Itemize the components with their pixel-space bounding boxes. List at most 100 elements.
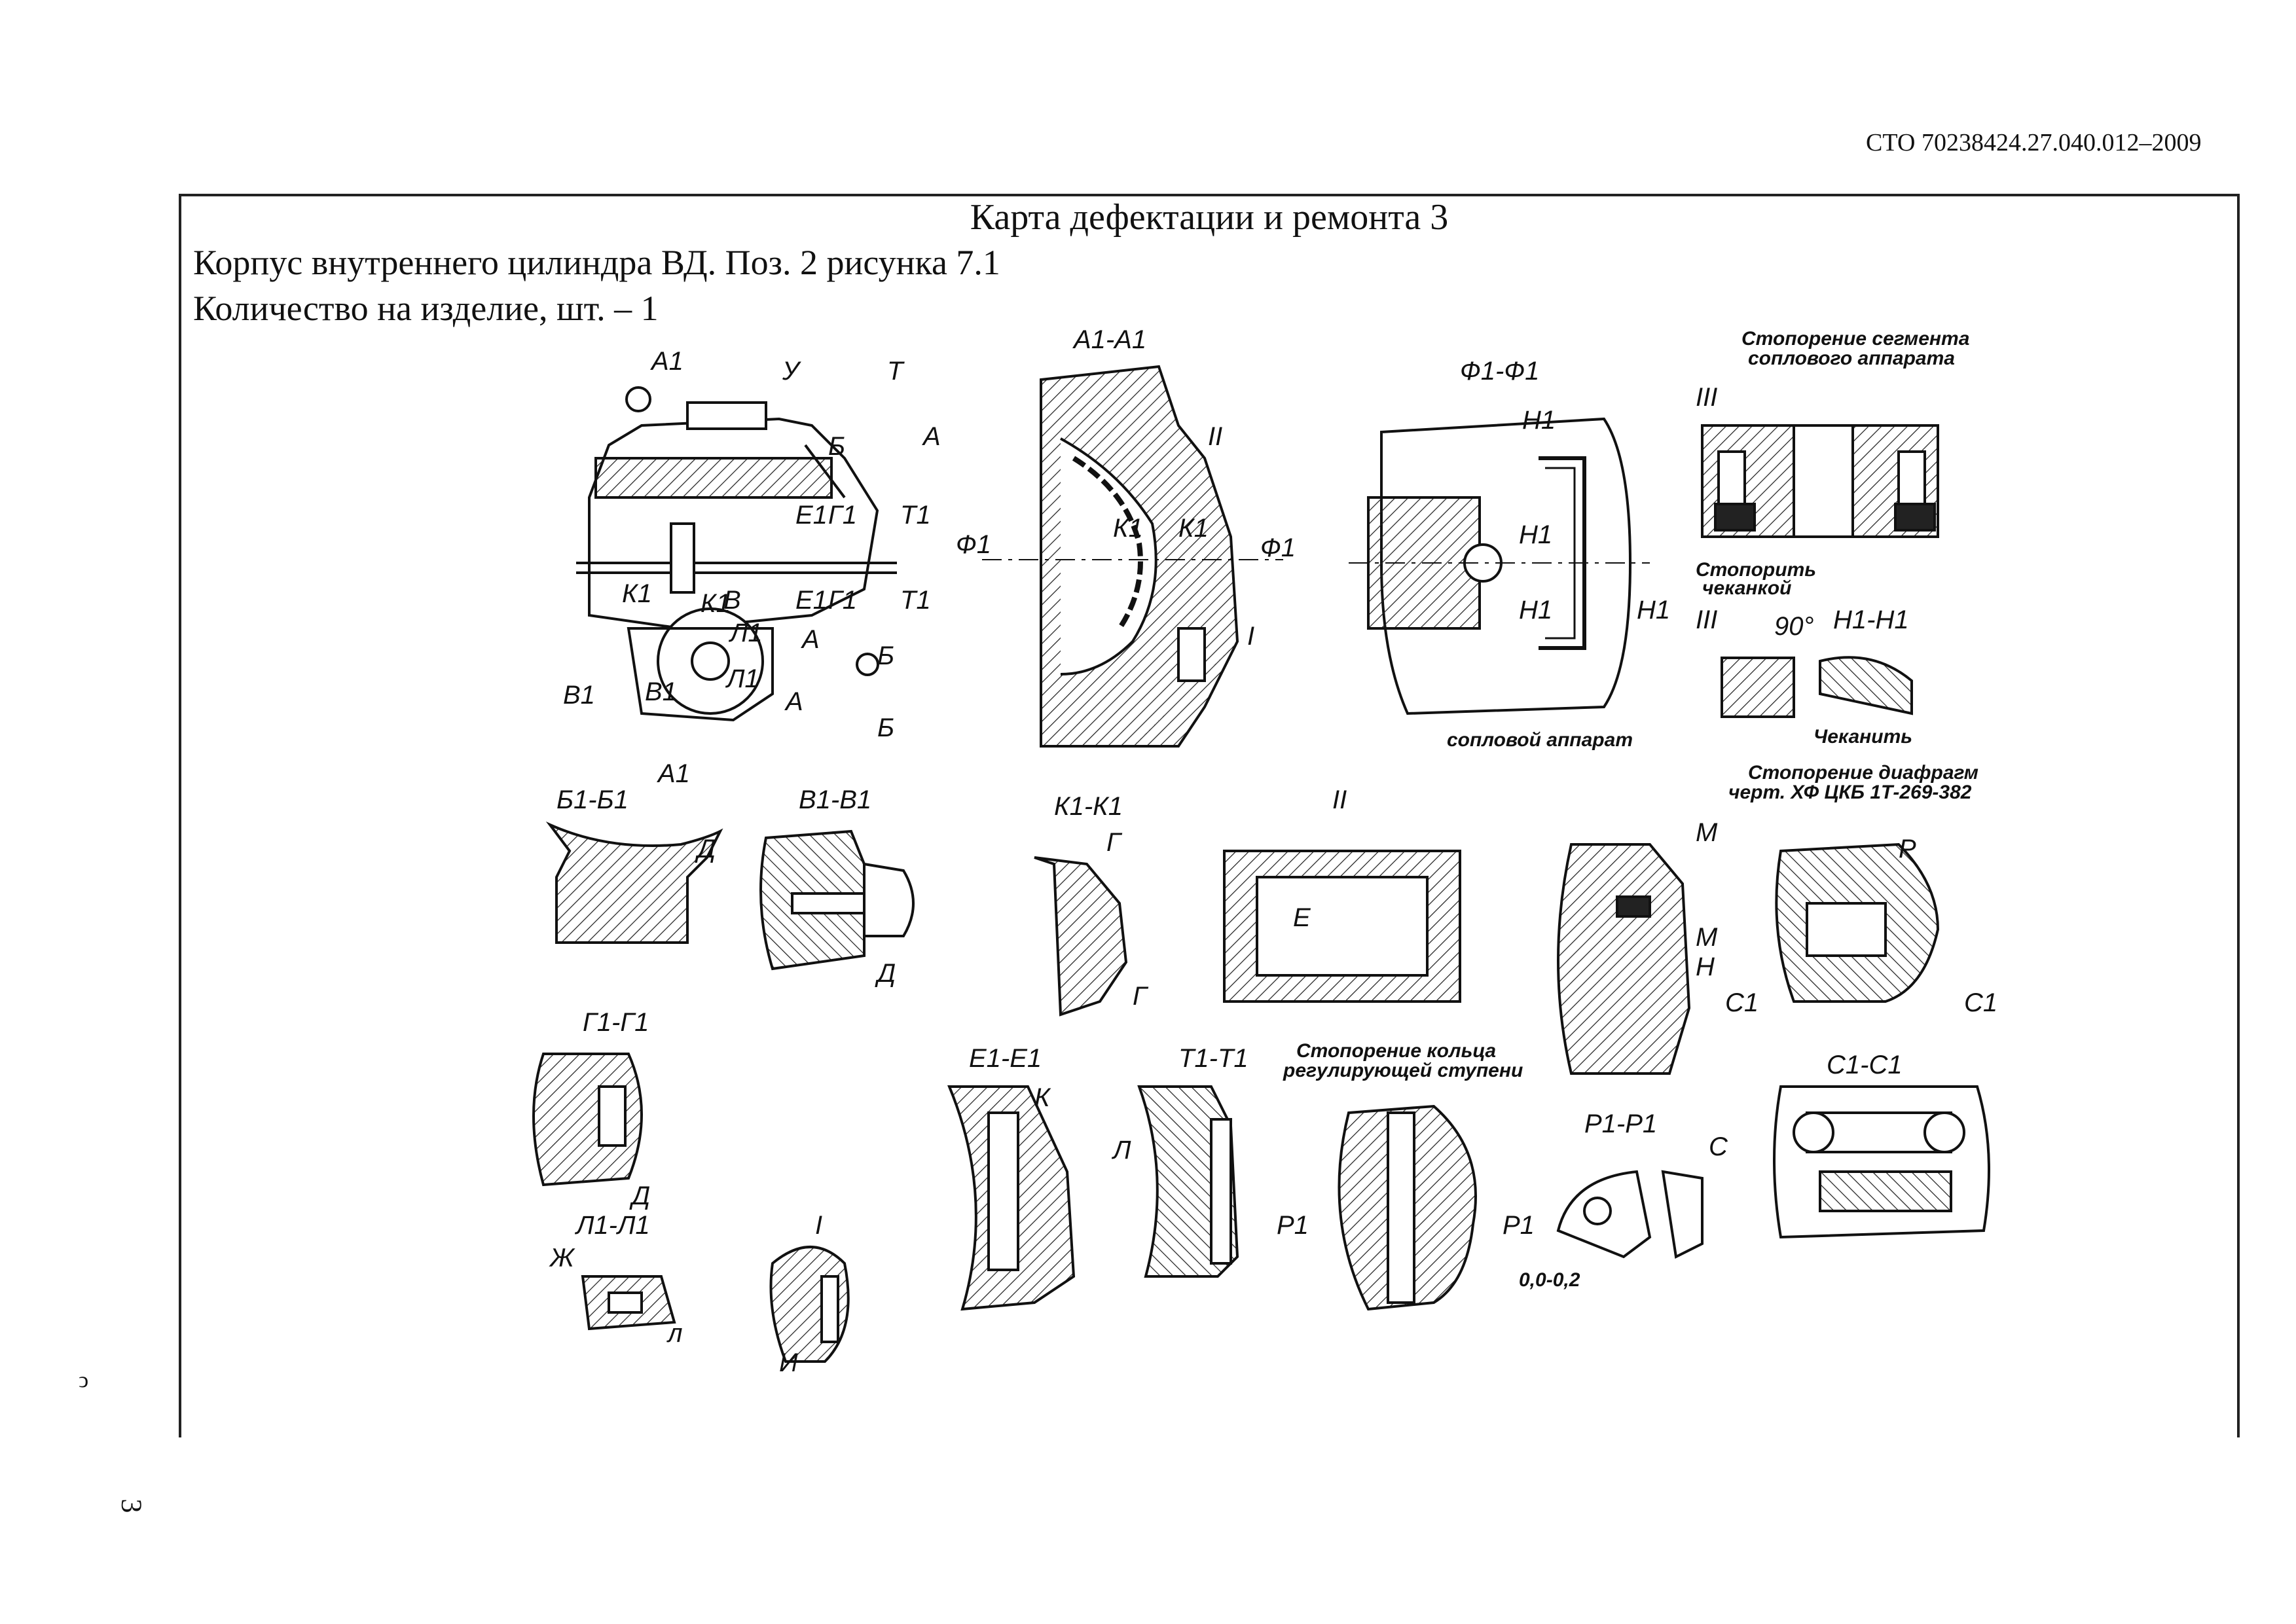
section-g1g1-drawing <box>532 1053 643 1187</box>
letter-l-small: л <box>666 1319 683 1348</box>
letter-a-bottom: А <box>784 687 803 716</box>
letter-i: И <box>779 1348 798 1377</box>
diaphragm-lock-drawing <box>1557 842 1940 1075</box>
letter-a-right: А <box>922 422 941 451</box>
note-ring-2: регулирующей ступени <box>1283 1060 1523 1081</box>
letter-b-bottom: Б <box>877 713 894 742</box>
letter-a-mid: А <box>801 625 820 654</box>
letter-v1-mid: В1 <box>645 677 677 706</box>
section-a1a1-drawing <box>982 365 1283 748</box>
letter-k1-a1-left: К1 <box>1113 514 1143 543</box>
section-v1v1-drawing <box>759 829 915 971</box>
letter-g1-top: Г1 <box>828 501 857 530</box>
letter-v1-left: В1 <box>563 681 595 710</box>
letter-r: Р <box>1899 835 1916 863</box>
letter-a1-top: А1 <box>650 347 683 376</box>
label-section-b1b1: Б1-Б1 <box>556 785 629 814</box>
note-ring-1: Стопорение кольца <box>1296 1040 1496 1062</box>
label-detail-iii: III <box>1696 383 1717 412</box>
label-section-n1n1: Н1-Н1 <box>1833 605 1909 634</box>
letter-c1-left: С1 <box>1725 988 1758 1017</box>
note-stake-2: чеканкой <box>1702 577 1791 599</box>
note-angle: 90° <box>1774 612 1814 641</box>
card-frame <box>179 194 2240 1437</box>
letter-t1-bottom: Т1 <box>900 586 931 615</box>
label-detail-i: I <box>815 1211 822 1240</box>
label-detail-ii: II <box>1332 785 1347 814</box>
letter-u: У <box>782 357 801 386</box>
label-section-e1e1: Е1-Е1 <box>969 1044 1042 1073</box>
letter-k1-mid: К1 <box>701 589 731 618</box>
section-t1t1-drawing <box>1137 1085 1239 1278</box>
letter-l1-top: Л1 <box>728 619 763 647</box>
label-section-r1r1: Р1-Р1 <box>1584 1110 1657 1138</box>
letter-f1-right: Ф1 <box>1260 533 1296 562</box>
label-section-k1k1: К1-К1 <box>1054 792 1123 821</box>
section-l1l1-drawing <box>581 1275 676 1331</box>
letter-g1-bottom: Г1 <box>828 586 857 615</box>
label-section-g1g1: Г1-Г1 <box>583 1008 649 1037</box>
letter-k1-left: К1 <box>622 579 652 608</box>
letter-zh: Ж <box>549 1244 575 1272</box>
letter-d-b1: Д <box>695 835 716 863</box>
letter-p1-right: Р1 <box>1503 1211 1535 1240</box>
letter-c: С <box>1709 1132 1728 1161</box>
letter-n1-low: Н1 <box>1519 596 1552 624</box>
label-detail-iii-2: III <box>1696 605 1717 634</box>
letter-n: Н <box>1696 952 1715 981</box>
letter-e: Е <box>1293 903 1311 932</box>
note-segment-lock-2: соплового аппарата <box>1748 348 1955 369</box>
letter-d-g1: Д <box>629 1182 650 1210</box>
letter-d-v1: Д <box>875 959 896 988</box>
ring-lock-drawing <box>1338 1104 1477 1311</box>
label-section-a1a1: А1-А1 <box>1072 325 1146 354</box>
section-k1k1-drawing <box>1034 856 1128 1017</box>
letter-m-bottom: М <box>1696 923 1718 952</box>
card-subtitle: Корпус внутреннего цилиндра ВД. Поз. 2 р… <box>193 243 1000 282</box>
document-code: СТО 70238424.27.040.012–2009 <box>1866 129 2202 156</box>
detail-ii-drawing <box>1223 850 1461 1003</box>
note-stake-word: Чеканить <box>1813 726 1912 748</box>
note-diaphragm-1: Стопорение диафрагм <box>1748 762 1978 784</box>
note-stake-1: Стопорить <box>1696 559 1816 581</box>
label-section-f1f1: Ф1-Ф1 <box>1460 357 1539 386</box>
main-view-casing <box>576 386 897 722</box>
letter-b-right: Б <box>877 641 894 670</box>
card-quantity: Количество на изделие, шт. – 1 <box>193 289 659 328</box>
label-section-v1v1: В1-В1 <box>799 785 871 814</box>
section-b1b1-drawing <box>545 821 723 944</box>
letter-g-bottom: Г <box>1133 982 1149 1011</box>
section-c1c1-drawing <box>1773 1085 1990 1239</box>
letter-k1-a1-right: К1 <box>1178 514 1209 543</box>
letter-m-top: М <box>1696 818 1718 847</box>
label-section-l1l1: Л1-Л1 <box>574 1211 650 1240</box>
letter-p1-left: Р1 <box>1277 1211 1309 1240</box>
letter-b: Б <box>828 432 845 461</box>
letter-t1-top: Т1 <box>900 501 931 530</box>
section-r1r1-drawing <box>1556 1170 1704 1259</box>
note-segment-lock-1: Стопорение сегмента <box>1741 328 1969 350</box>
label-section-t1t1: Т1-Т1 <box>1178 1044 1248 1073</box>
letter-c1-right: С1 <box>1964 988 1997 1017</box>
section-e1e1-drawing <box>947 1085 1076 1311</box>
letter-l1-bottom: Л1 <box>725 664 759 693</box>
letter-t: Т <box>887 357 905 386</box>
letter-ii-callout: II <box>1208 422 1222 451</box>
note-gap: 0,0-0,2 <box>1519 1269 1580 1291</box>
letter-i-callout: I <box>1247 622 1254 651</box>
letter-e1-top: Е1 <box>795 501 828 530</box>
letter-f1-left: Ф1 <box>956 530 991 559</box>
letter-n1-top: Н1 <box>1522 406 1556 435</box>
margin-mark: ͻ <box>79 1368 89 1392</box>
segment-lock-drawing <box>1701 424 1939 718</box>
note-diaphragm-2: черт. ХФ ЦКБ 1Т-269-382 <box>1728 782 1972 803</box>
letter-n1-mid: Н1 <box>1519 520 1552 549</box>
letter-v: В <box>723 586 741 615</box>
letter-a1-bottom: А1 <box>657 759 690 788</box>
detail-i-drawing <box>769 1246 850 1363</box>
note-nozzle: сопловой аппарат <box>1447 729 1633 751</box>
card-title: Карта дефектации и ремонта 3 <box>970 197 1449 238</box>
letter-n1-right: Н1 <box>1637 596 1670 624</box>
letter-g-top: Г <box>1106 828 1123 857</box>
